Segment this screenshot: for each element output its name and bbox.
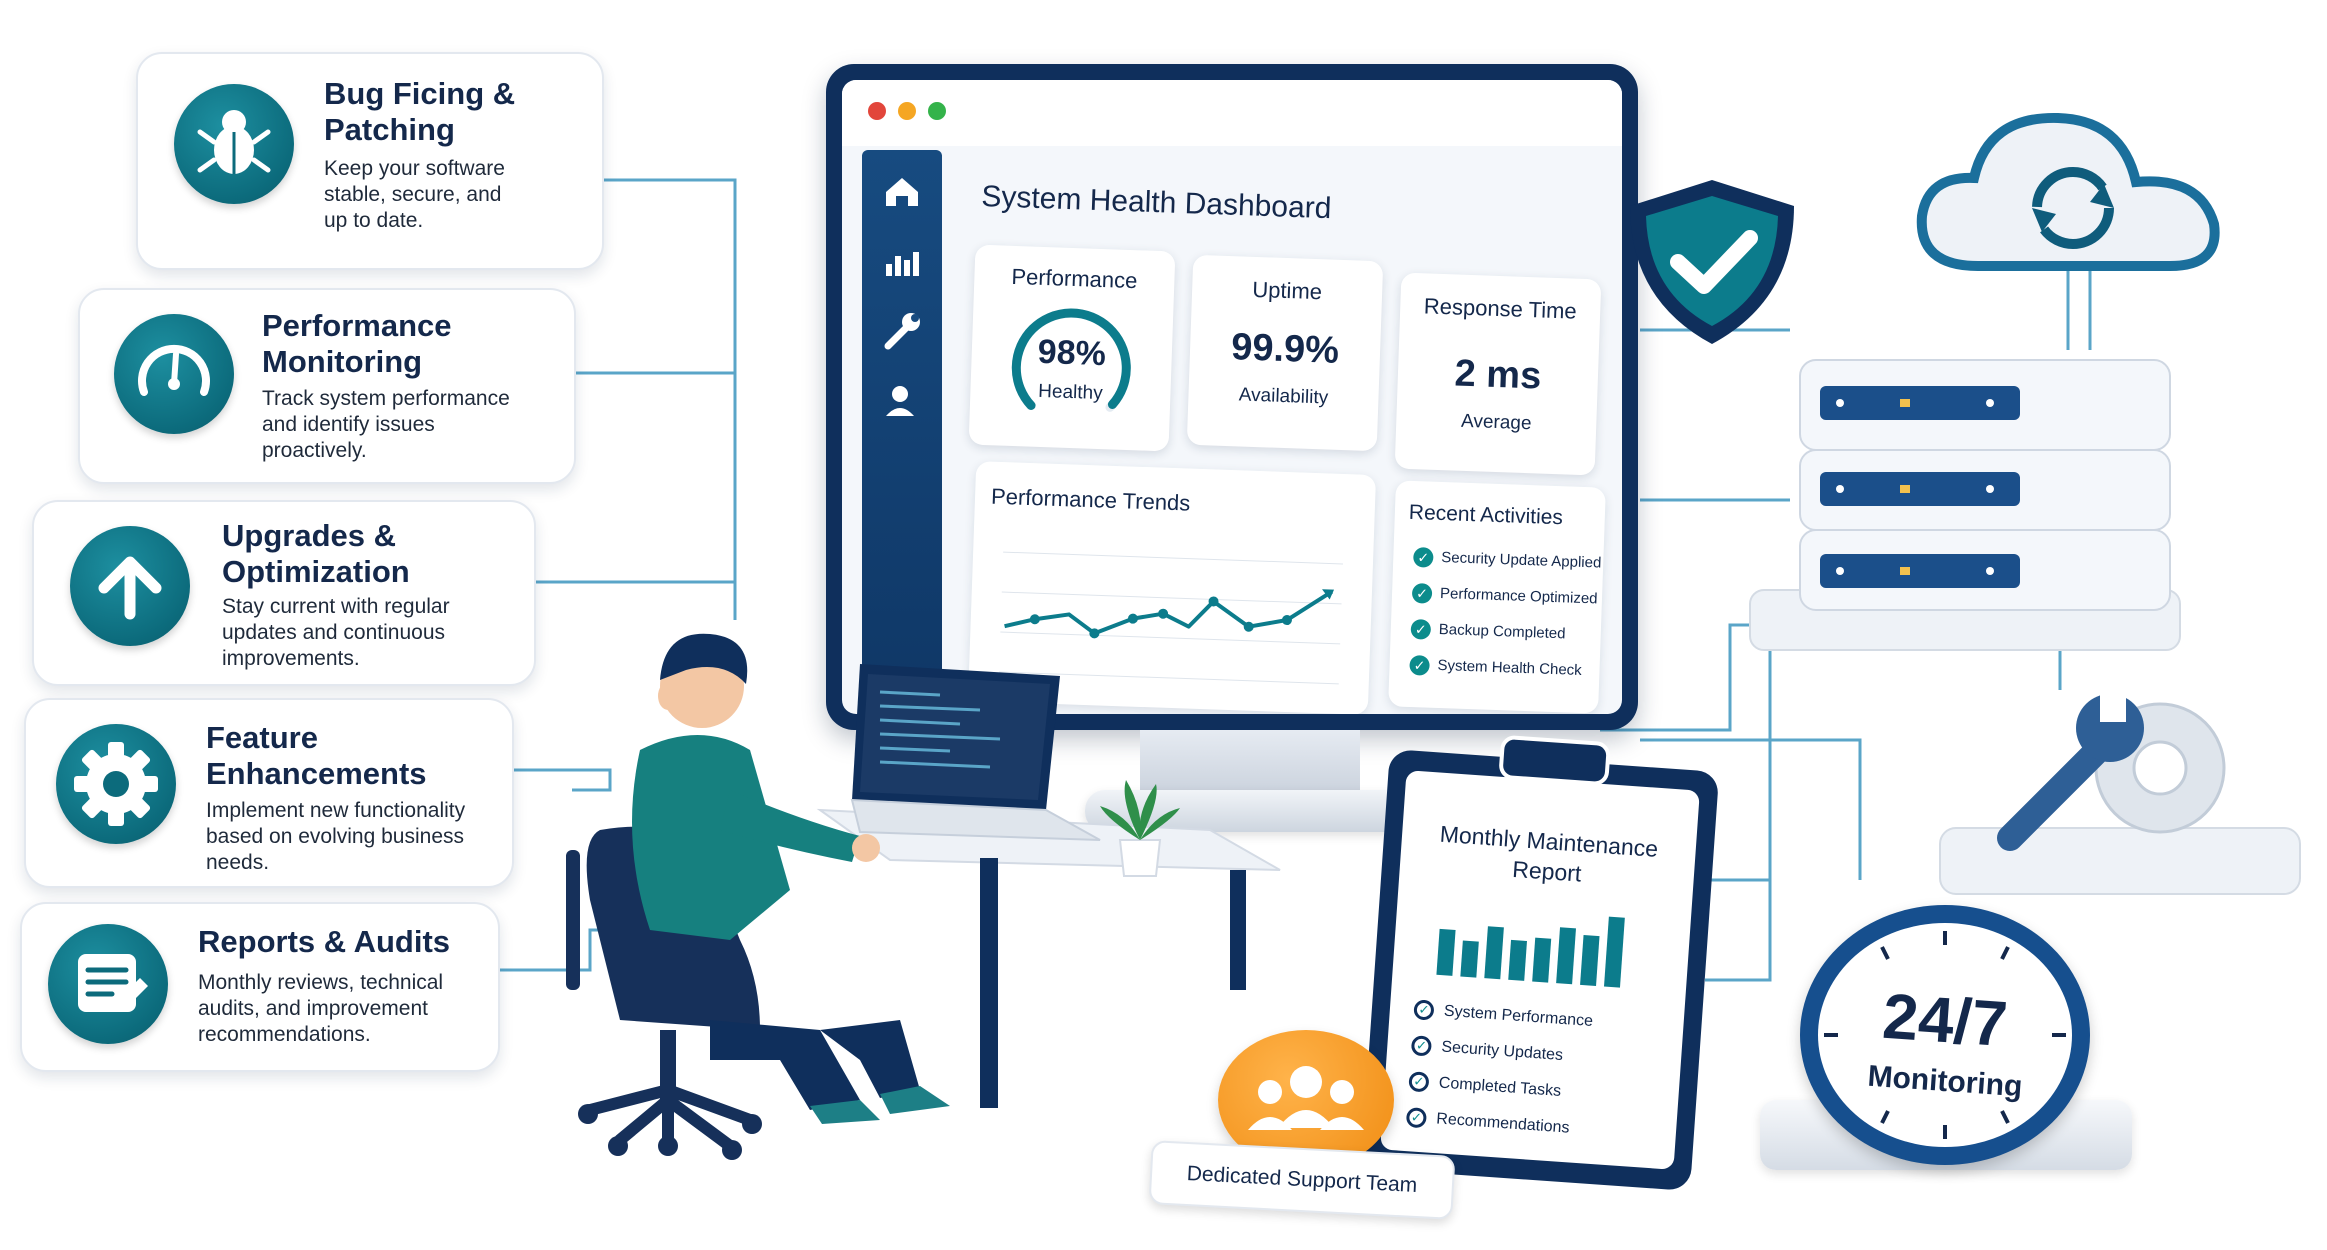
- developer-person: [632, 633, 950, 1124]
- report-item: ✓System Performance: [1413, 999, 1594, 1031]
- trend-line-chart: [998, 551, 1343, 685]
- clock-face: 24/7 Monitoring: [1818, 923, 2072, 1147]
- shield-check-icon: [1630, 180, 1794, 344]
- bug-icon: [174, 84, 294, 204]
- minimize-dot[interactable]: [898, 102, 916, 120]
- performance-trends-panel: Performance Trends: [967, 461, 1377, 714]
- report-paper: Monthly Maintenance Report ✓System Perfo…: [1380, 770, 1700, 1170]
- dashboard-monitor: System Health Dashboard Performance 98% …: [826, 64, 1638, 730]
- stat-card-response-time: Response Time 2 ms Average: [1394, 272, 1602, 476]
- feature-description: Keep your software stable, secure, and u…: [324, 157, 505, 232]
- feature-title: Reports & Audits: [198, 924, 451, 959]
- desk-leg: [1230, 870, 1246, 990]
- close-dot[interactable]: [868, 102, 886, 120]
- performance-gauge: [1011, 308, 1131, 412]
- gear-icon: [56, 724, 176, 844]
- home-icon[interactable]: [862, 160, 942, 220]
- report-title: Monthly Maintenance Report: [1439, 820, 1659, 887]
- activity-item: ✓System Health Check: [1409, 654, 1582, 681]
- wrench-icon[interactable]: [862, 300, 942, 360]
- feature-title: Upgrades & Optimization: [222, 518, 410, 589]
- check-icon: ✓: [1410, 1035, 1433, 1057]
- report-item: ✓Security Updates: [1410, 1035, 1564, 1066]
- server-stack: [1749, 359, 2181, 651]
- stat-card-uptime: Uptime 99.9% Availability: [1186, 254, 1384, 452]
- dashboard-title: System Health Dashboard: [980, 180, 1332, 226]
- stat-label: Uptime: [1251, 276, 1323, 305]
- dashboard-screen: System Health Dashboard Performance 98% …: [842, 80, 1622, 714]
- check-icon: ✓: [1412, 547, 1434, 568]
- monitor-stand: [1140, 730, 1360, 798]
- cloud-sync-icon: [1916, 112, 2220, 271]
- activity-item: ✓Security Update Applied: [1412, 547, 1602, 574]
- feature-card-feature-enhancements[interactable]: Feature Enhancements Implement new funct…: [24, 698, 514, 888]
- stat-value: 99.9%: [1230, 326, 1340, 372]
- report-item: ✓Recommendations: [1405, 1107, 1570, 1138]
- check-icon: ✓: [1408, 1071, 1430, 1093]
- feature-description: Monthly reviews, technical audits, and i…: [198, 971, 444, 1046]
- user-icon[interactable]: [862, 370, 942, 430]
- monthly-report-clipboard: Monthly Maintenance Report ✓System Perfo…: [1360, 734, 1720, 1191]
- stat-sub: Availability: [1238, 384, 1329, 409]
- check-icon: ✓: [1405, 1107, 1428, 1129]
- activity-item: ✓Backup Completed: [1410, 619, 1566, 644]
- window-titlebar: [842, 80, 1622, 146]
- desk-leg: [980, 858, 998, 1108]
- check-icon: ✓: [1410, 619, 1432, 640]
- report-bar-chart: [1436, 916, 1625, 988]
- recent-activities-panel: Recent Activities ✓Security Update Appli…: [1388, 480, 1606, 714]
- feature-card-bug-fixing[interactable]: Bug Ficing & Patching Keep your software…: [136, 52, 604, 270]
- report-item: ✓Completed Tasks: [1408, 1071, 1562, 1102]
- people-icon: [1248, 1066, 1364, 1130]
- check-icon: ✓: [1411, 583, 1433, 604]
- arrow-up-icon: [70, 526, 190, 646]
- feature-card-upgrades-optimization[interactable]: Upgrades & Optimization Stay current wit…: [32, 500, 536, 686]
- maximize-dot[interactable]: [928, 102, 946, 120]
- bar-chart-icon[interactable]: [862, 230, 942, 290]
- laptop: [850, 664, 1101, 841]
- feature-card-performance-monitoring[interactable]: Performance Monitoring Track system perf…: [78, 288, 576, 484]
- gauge-icon: [114, 314, 234, 434]
- clock-ticks: [1824, 931, 2066, 1139]
- check-icon: ✓: [1409, 654, 1430, 676]
- dashboard-sidebar: [862, 150, 942, 710]
- feature-title: Feature Enhancements: [206, 720, 427, 791]
- developer-desk-scene: [566, 633, 1281, 1160]
- check-icon: ✓: [1413, 999, 1435, 1021]
- feature-card-reports-audits[interactable]: Reports & Audits Monthly reviews, techni…: [20, 902, 500, 1072]
- feature-description: Track system performance and identify is…: [262, 387, 510, 462]
- activity-item: ✓Performance Optimized: [1411, 583, 1598, 609]
- trends-title: Performance Trends: [990, 483, 1191, 516]
- feature-description: Stay current with regular updates and co…: [222, 595, 450, 670]
- stat-card-performance: Performance 98% Healthy: [968, 244, 1176, 452]
- feature-description: Implement new functionality based on evo…: [206, 799, 466, 874]
- feature-title: Bug Ficing & Patching: [324, 76, 516, 147]
- plant-icon: [1100, 780, 1180, 877]
- stat-label: Response Time: [1423, 293, 1578, 324]
- feature-title: Performance Monitoring: [262, 308, 452, 379]
- stat-label: Performance: [1011, 263, 1138, 294]
- stat-sub: Average: [1460, 410, 1532, 435]
- stat-value: 2 ms: [1453, 352, 1542, 398]
- monitoring-clock: 24/7 Monitoring: [1800, 905, 2090, 1165]
- tools-wrench-gear: [1939, 688, 2301, 895]
- report-icon: [48, 924, 168, 1044]
- stat-value: 98%: [1037, 332, 1107, 374]
- activities-title: Recent Activities: [1408, 500, 1564, 530]
